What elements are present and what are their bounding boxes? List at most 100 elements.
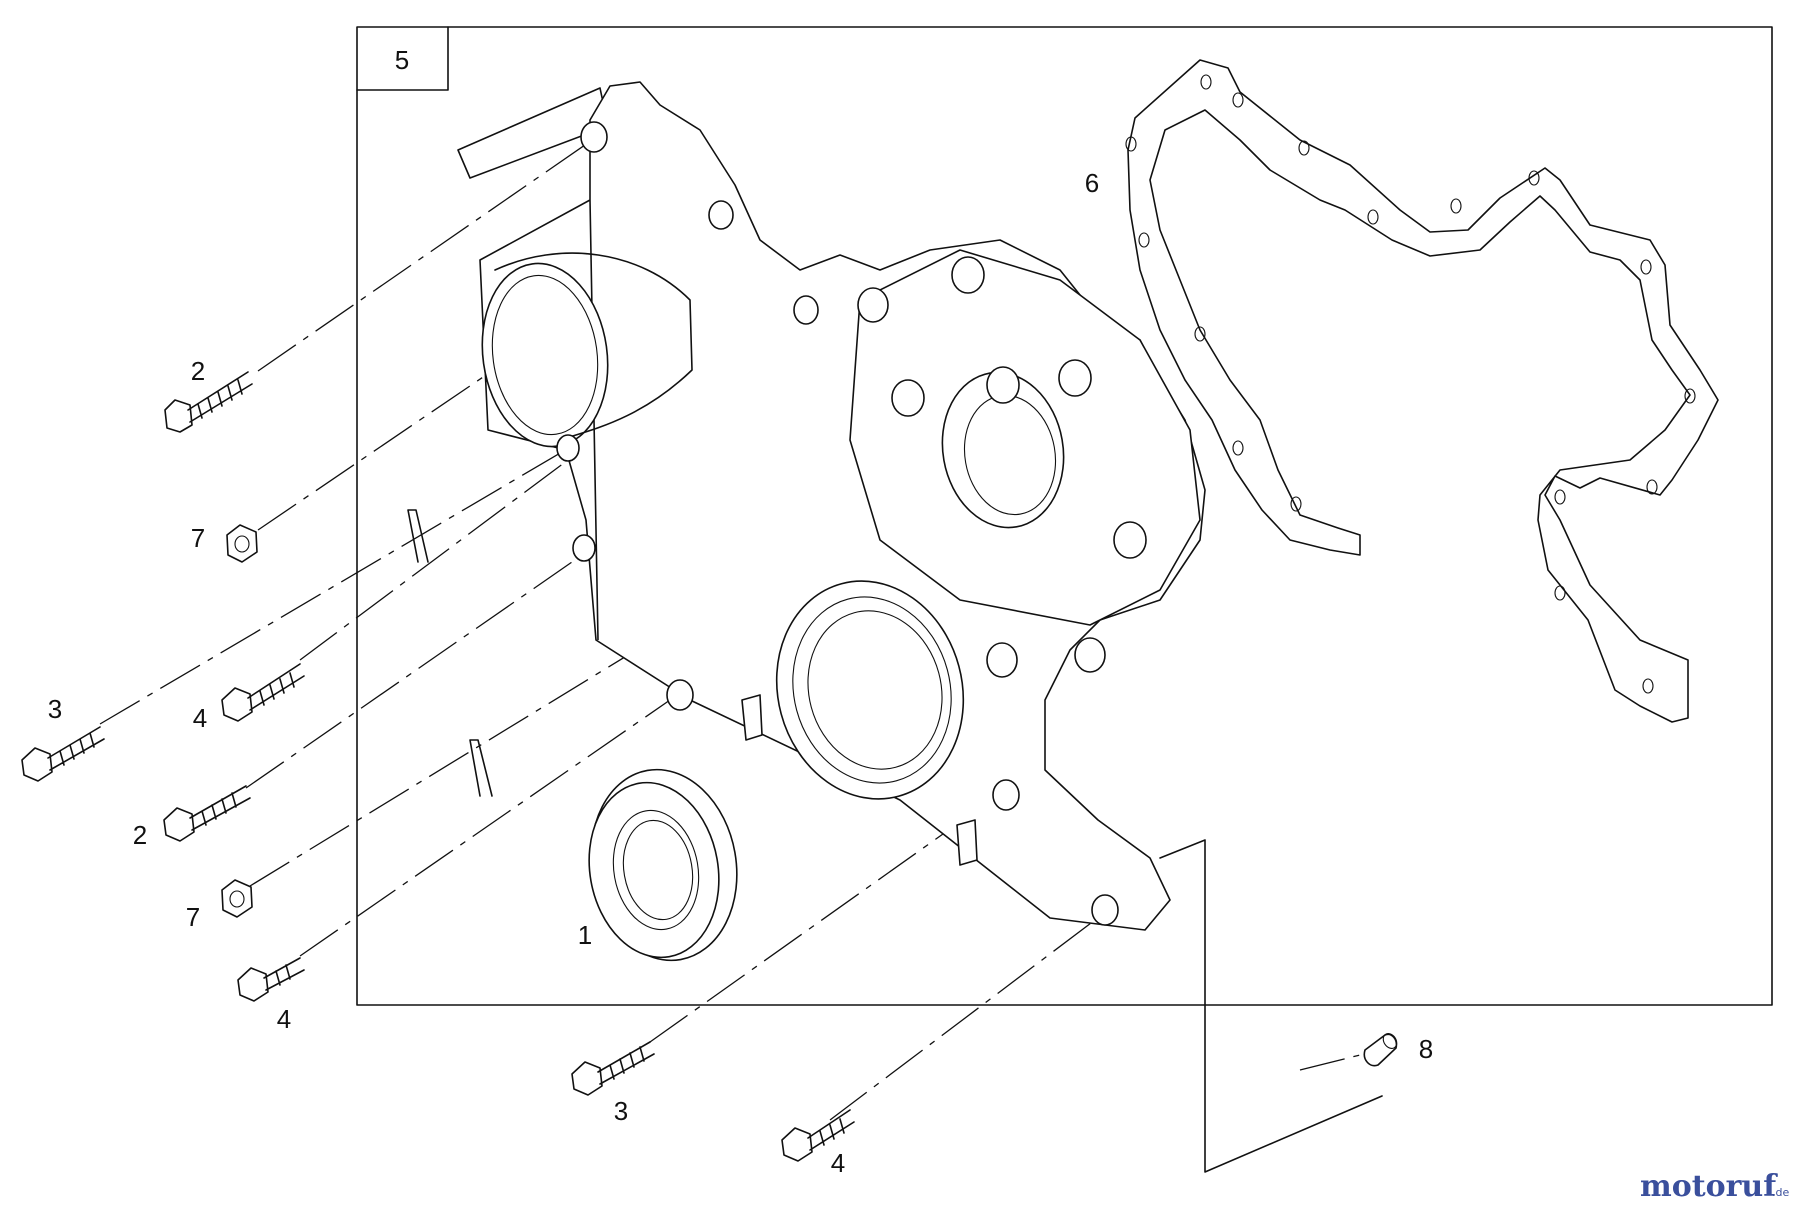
assembly-frame: 5 [356,26,1773,1006]
gasket-hole [1125,136,1137,152]
bolt-head [163,807,195,842]
bolt-head [164,399,193,433]
fastener-bolt-4-bottom: 4 [781,1109,855,1178]
nut-hole [229,890,245,908]
callout-4-upper[interactable]: 4 [193,703,207,733]
boss-mid-top [793,295,819,325]
gasket-hole [1200,74,1212,90]
gasket-hole [1194,326,1206,342]
cover-bolt-bosses [556,121,1147,926]
gasket-hole [1646,479,1658,495]
nut-hole [234,535,250,553]
callout-4-bottom[interactable]: 4 [831,1148,845,1178]
bolt-thread [47,726,105,771]
boss-pump-2 [951,256,985,294]
boss-lower-1 [986,642,1018,678]
boss-lower-2 [1074,637,1106,673]
seal-face [588,781,720,959]
callout-4-lower[interactable]: 4 [277,1004,291,1034]
timing-cover-housing [457,81,1206,931]
gasket-hole [1450,198,1462,214]
nut-body [226,524,258,563]
gasket-hole [1528,170,1540,186]
seal-bore [622,819,694,921]
gasket-hole [1684,388,1696,404]
boss-left-1 [556,434,580,462]
frame-label-box [356,26,449,91]
gasket-shape [1127,59,1719,723]
gasket-holes [1125,74,1696,694]
pump-bore [941,371,1065,529]
boss-left-2 [572,534,596,562]
boss-pump-6 [986,366,1020,404]
upper-bearing-boss-inner [491,274,599,436]
callout-3-left[interactable]: 3 [48,694,62,724]
callout-6[interactable]: 6 [1085,168,1099,198]
callout-7-lower[interactable]: 7 [186,902,200,932]
cover-gasket-part-6: 6 [1085,59,1719,723]
gasket-hole [1232,92,1244,108]
boss-top [580,121,608,153]
callout-2-upper[interactable]: 2 [191,356,205,386]
gasket-hole [1290,496,1302,512]
bolt-thread [187,371,253,423]
pin-body [1363,1033,1398,1067]
fastener-bolt-4-upper: 4 [193,663,305,733]
callout-1[interactable]: 1 [578,920,592,950]
gasket-hole [1138,232,1150,248]
fastener-bolt-2-upper: 2 [164,356,253,433]
gasket-hole [1232,440,1244,456]
seal-inner-lip [612,809,700,931]
gasket-hole [1554,585,1566,601]
leader-bolt-4-upper [299,459,569,661]
dowel-pin-part-8: 8 [1363,1033,1433,1067]
fastener-bolt-3-left: 3 [21,694,105,782]
boss-bottom [1091,894,1119,926]
fastener-bolt-3-bottom: 3 [571,1041,655,1126]
cover-tab-1 [741,694,763,741]
break-line-upper [407,509,429,563]
bolt-thread [247,663,305,711]
callout-8[interactable]: 8 [1419,1034,1433,1064]
leader-pin-8 [1299,1051,1373,1071]
boss-pump-5 [891,379,925,417]
logo-domain-suffix: .de [1772,1186,1789,1199]
boss-lower-3 [992,779,1020,811]
callout-5[interactable]: 5 [395,45,409,75]
leader-bolt-3-left [99,309,804,725]
gasket-hole [1367,209,1379,225]
boss-pump-4 [1113,521,1147,559]
crank-seal-bore [775,580,965,800]
callout-2-lower[interactable]: 2 [133,820,147,850]
nut-body [221,879,253,918]
boss-pump-1 [857,287,889,323]
cover-tab-2 [956,819,978,866]
gasket-hole [1298,140,1310,156]
bolt-head [221,687,253,722]
oil-seal-part-1: 1 [578,768,738,962]
leader-bolt-4-bottom [829,919,1096,1121]
bolt-thread [597,1041,655,1085]
fastener-nut-7-upper: 7 [191,523,258,563]
fastener-bolt-4-lower: 4 [237,957,305,1034]
leader-bolt-4-lower [299,699,671,957]
gasket-hole [1554,489,1566,505]
fastener-nut-7-lower: 7 [186,879,253,932]
crank-seal-bore-inner [807,610,943,770]
leader-bolt-2-lower [245,552,586,789]
callout-7-upper[interactable]: 7 [191,523,205,553]
pin-bracket-line [1159,839,1383,1173]
gasket-hole [1640,259,1652,275]
boss-upper-right [708,200,734,230]
callout-3-bottom[interactable]: 3 [614,1096,628,1126]
fastener-bolt-2-lower: 2 [133,785,251,850]
logo-wordmark: motoruf [1640,1169,1778,1204]
pin-end [1382,1033,1398,1049]
bolt-head [237,967,269,1002]
boss-pump-3 [1058,359,1092,397]
bolt-thread [189,785,251,831]
crank-seal-bore-mid [792,596,952,784]
bolt-head [571,1061,603,1096]
